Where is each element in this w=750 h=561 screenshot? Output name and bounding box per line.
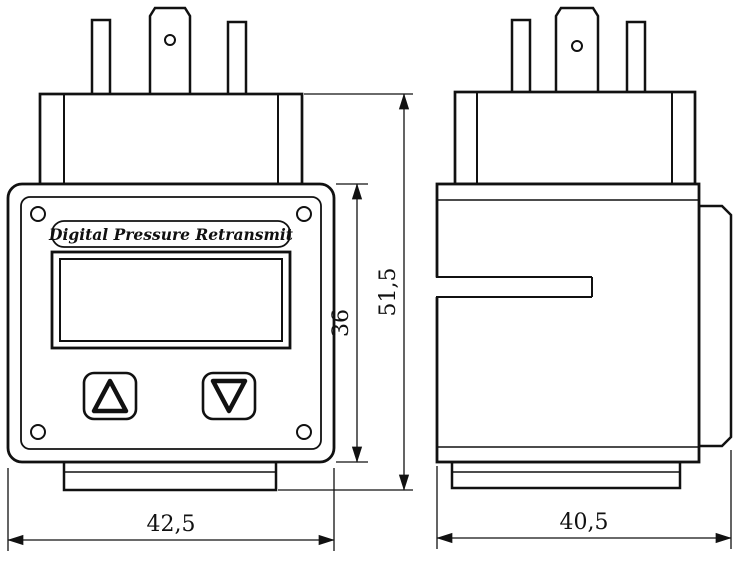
front-pin-center: [148, 6, 192, 97]
side-body-outline: [435, 182, 701, 464]
front-pin-right: [226, 20, 248, 98]
front-pin-left: [90, 18, 112, 98]
side-right-tab: [697, 204, 733, 448]
lcd-display-inner: [59, 258, 283, 342]
side-pin-center-hole-icon: [571, 40, 583, 52]
screw-hole-bottom-right-icon: [296, 424, 312, 440]
front-width-dim-label: 42,5: [147, 512, 196, 537]
device-label: Digital Pressure Retransmit: [48, 225, 294, 244]
front-connector-block: [38, 92, 304, 186]
down-arrow-icon: [210, 378, 248, 414]
side-connector-block: [453, 90, 697, 186]
side-bottom-mount: [450, 460, 682, 490]
screw-hole-bottom-left-icon: [30, 424, 46, 440]
label-banner: [51, 220, 291, 248]
total-height-dim-label: 51,5: [376, 268, 401, 317]
front-bottom-mount: [62, 460, 278, 492]
up-arrow-icon: [91, 378, 129, 414]
side-view: [434, 6, 733, 490]
front-pin-center-hole-icon: [164, 34, 176, 46]
screw-hole-top-left-icon: [30, 206, 46, 222]
side-width-dim-label: 40,5: [560, 510, 609, 535]
front-view: Digital Pressure Retransmit: [6, 6, 336, 492]
side-pin-right: [625, 20, 647, 96]
screw-hole-top-right-icon: [296, 206, 312, 222]
dimension-annotations: 42,5 36 51,5 40,5: [7, 93, 732, 551]
side-slot-fill: [434, 277, 592, 297]
body-height-dim-label: 36: [329, 309, 354, 337]
side-pin-left: [510, 18, 532, 96]
